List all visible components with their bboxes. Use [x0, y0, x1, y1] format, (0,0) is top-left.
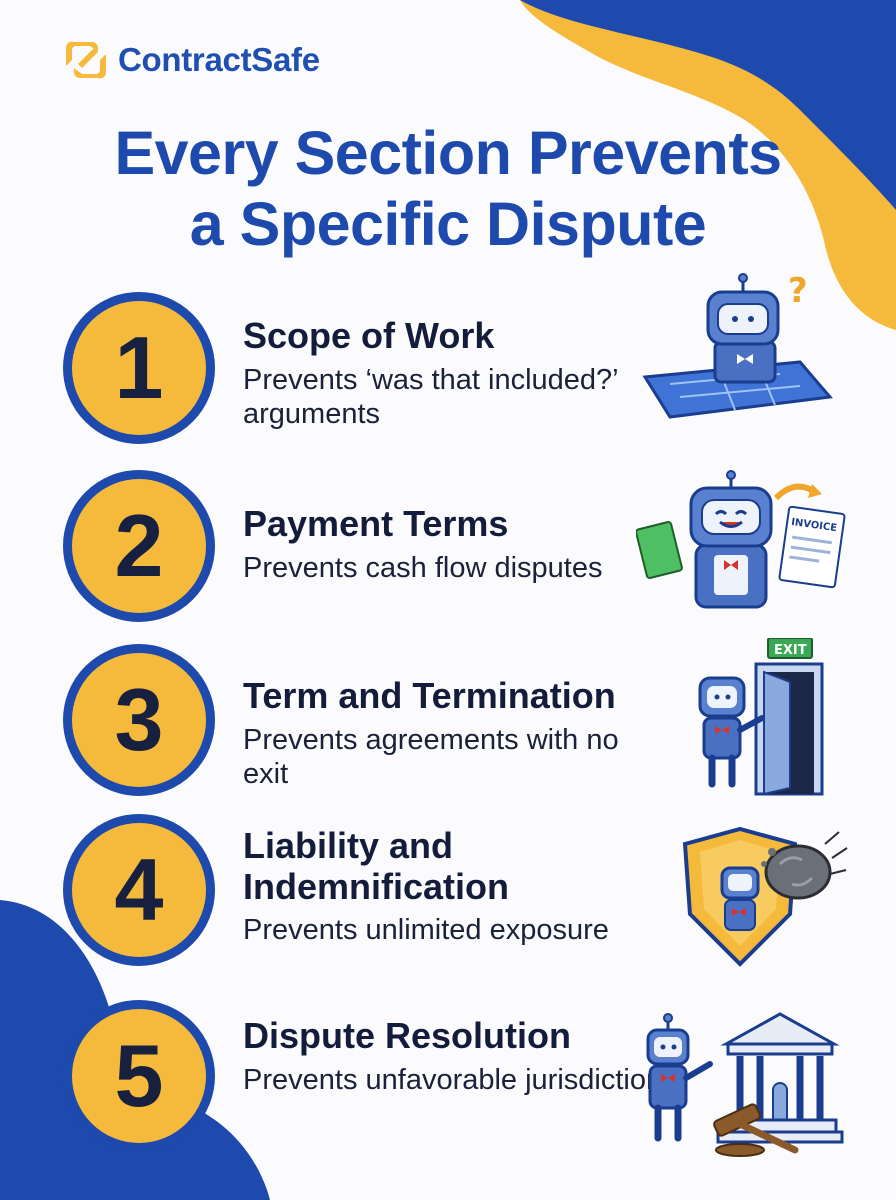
section-description: Prevents unfavorable jurisdiction — [243, 1063, 663, 1096]
robot-exit-door-icon: EXIT — [698, 638, 824, 796]
section-item: 1 Scope of Work Prevents ‘was that inclu… — [0, 272, 896, 462]
page-title: Every Section Prevents a Specific Disput… — [0, 118, 896, 260]
section-number-badge: 5 — [63, 1000, 215, 1152]
exit-sign-label: EXIT — [774, 643, 807, 658]
section-description: Prevents unlimited exposure — [243, 914, 609, 947]
section-text: Term and Termination Prevents agreements… — [243, 675, 663, 792]
section-heading: Dispute Resolution — [243, 1015, 572, 1056]
brand-name: ContractSafe — [118, 41, 320, 78]
section-text: Scope of Work Prevents ‘was that include… — [243, 315, 663, 432]
section-number-badge: 3 — [63, 644, 215, 796]
section-text: Payment Terms Prevents cash flow dispute… — [243, 503, 663, 585]
section-description: Prevents agreements with no exit — [243, 723, 619, 791]
title-line-2: a Specific Dispute — [189, 189, 707, 258]
robot-blueprint-icon: ? — [642, 272, 833, 419]
robot-courthouse-icon — [646, 1012, 844, 1157]
section-text: Liability and Indemnification Prevents u… — [243, 825, 663, 948]
robot-invoice-icon: INVOICE — [636, 470, 846, 609]
section-item: 3 Term and Termination Prevents agreemen… — [0, 638, 896, 814]
section-description: Prevents ‘was that included?’ arguments — [243, 363, 618, 431]
section-number-badge: 1 — [63, 292, 215, 444]
section-heading: Liability and Indemnification — [243, 825, 510, 907]
section-heading: Term and Termination — [243, 675, 616, 716]
svg-text:?: ? — [788, 272, 808, 311]
section-item: 4 Liability and Indemnification Prevents… — [0, 814, 896, 984]
robot-shield-icon — [682, 826, 848, 967]
contractsafe-logo-icon — [65, 41, 107, 79]
section-number-badge: 2 — [63, 470, 215, 622]
brand-logo: ContractSafe — [64, 38, 320, 82]
section-heading: Scope of Work — [243, 315, 495, 356]
section-text: Dispute Resolution Prevents unfavorable … — [243, 1015, 663, 1097]
section-number-badge: 4 — [63, 814, 215, 966]
title-line-1: Every Section Prevents — [114, 119, 782, 187]
section-description: Prevents cash flow disputes — [243, 551, 603, 584]
section-heading: Payment Terms — [243, 503, 509, 544]
section-item: 5 Dispute Resolution Prevents unfavorabl… — [0, 1000, 896, 1170]
section-item: 2 Payment Terms Prevents cash flow dispu… — [0, 470, 896, 640]
